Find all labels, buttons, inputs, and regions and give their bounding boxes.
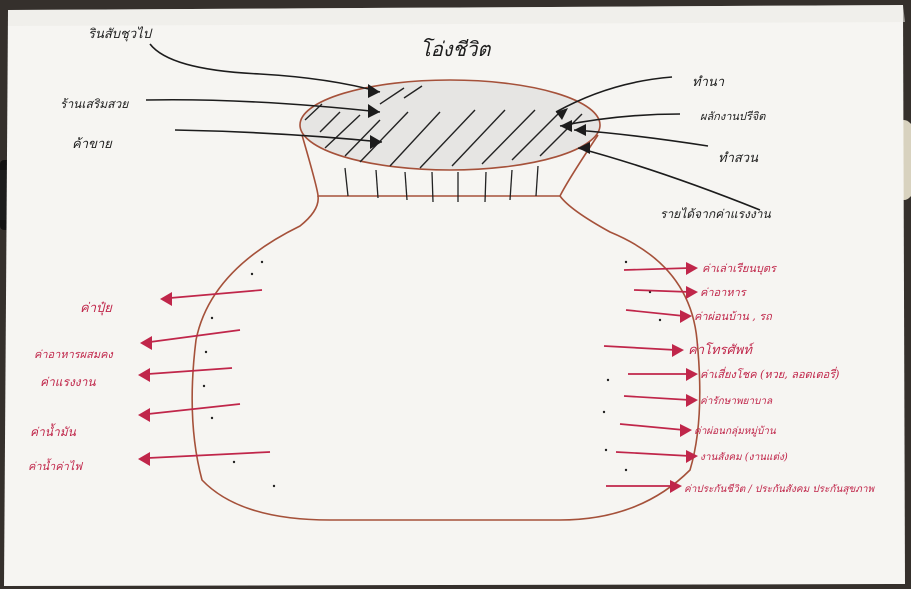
expense-right-5: ค่าเสี่ยงโชค (หวย, ลอตเตอรี่) — [700, 366, 839, 381]
expense-left-5: ค่าน้ำค่าไฟ — [28, 458, 83, 473]
income-label-3: ค้าขาย — [72, 137, 113, 152]
income-label-7: รายได้จากค่าแรงงาน — [660, 207, 771, 221]
expense-right-3: ค่าผ่อนบ้าน , รถ — [694, 310, 773, 323]
expense-right-1: ค่าเล่าเรียนบุตร — [702, 262, 778, 275]
jar-mouth — [300, 80, 600, 170]
expense-left-1: ค่าปุ๋ย — [80, 301, 113, 316]
expense-left-4: ค่าน้ำมัน — [30, 423, 77, 439]
expense-left-2: ค่าอาหารผสมคง — [34, 348, 114, 361]
expense-right-2: ค่าอาหาร — [700, 286, 748, 299]
income-label-5: ผลักงานปรีจิต — [700, 110, 766, 123]
income-label-4: ทำนา — [692, 75, 725, 90]
income-label-6: ทำสวน — [718, 151, 759, 166]
expense-right-8: งานสังคม (งานแต่ง) — [700, 452, 788, 463]
expense-left-3: ค่าแรงงาน — [40, 375, 96, 389]
expense-right-4: ค่าโทรศัพท์ — [688, 342, 755, 358]
income-label-1: รินสับชุวไป — [88, 26, 153, 42]
expense-right-6: ค่ารักษาพยาบาล — [700, 396, 773, 407]
income-label-2: ร้านเสริมสวย — [60, 97, 129, 111]
title: โอ่งชีวิต — [420, 37, 491, 61]
expense-right-7: ค่าผ่อนกลุ่มหมู่บ้าน — [694, 425, 777, 437]
expense-right-9: ค่าประกันชีวิต / ประกันสังคม ประกันสุขภา… — [684, 483, 875, 495]
